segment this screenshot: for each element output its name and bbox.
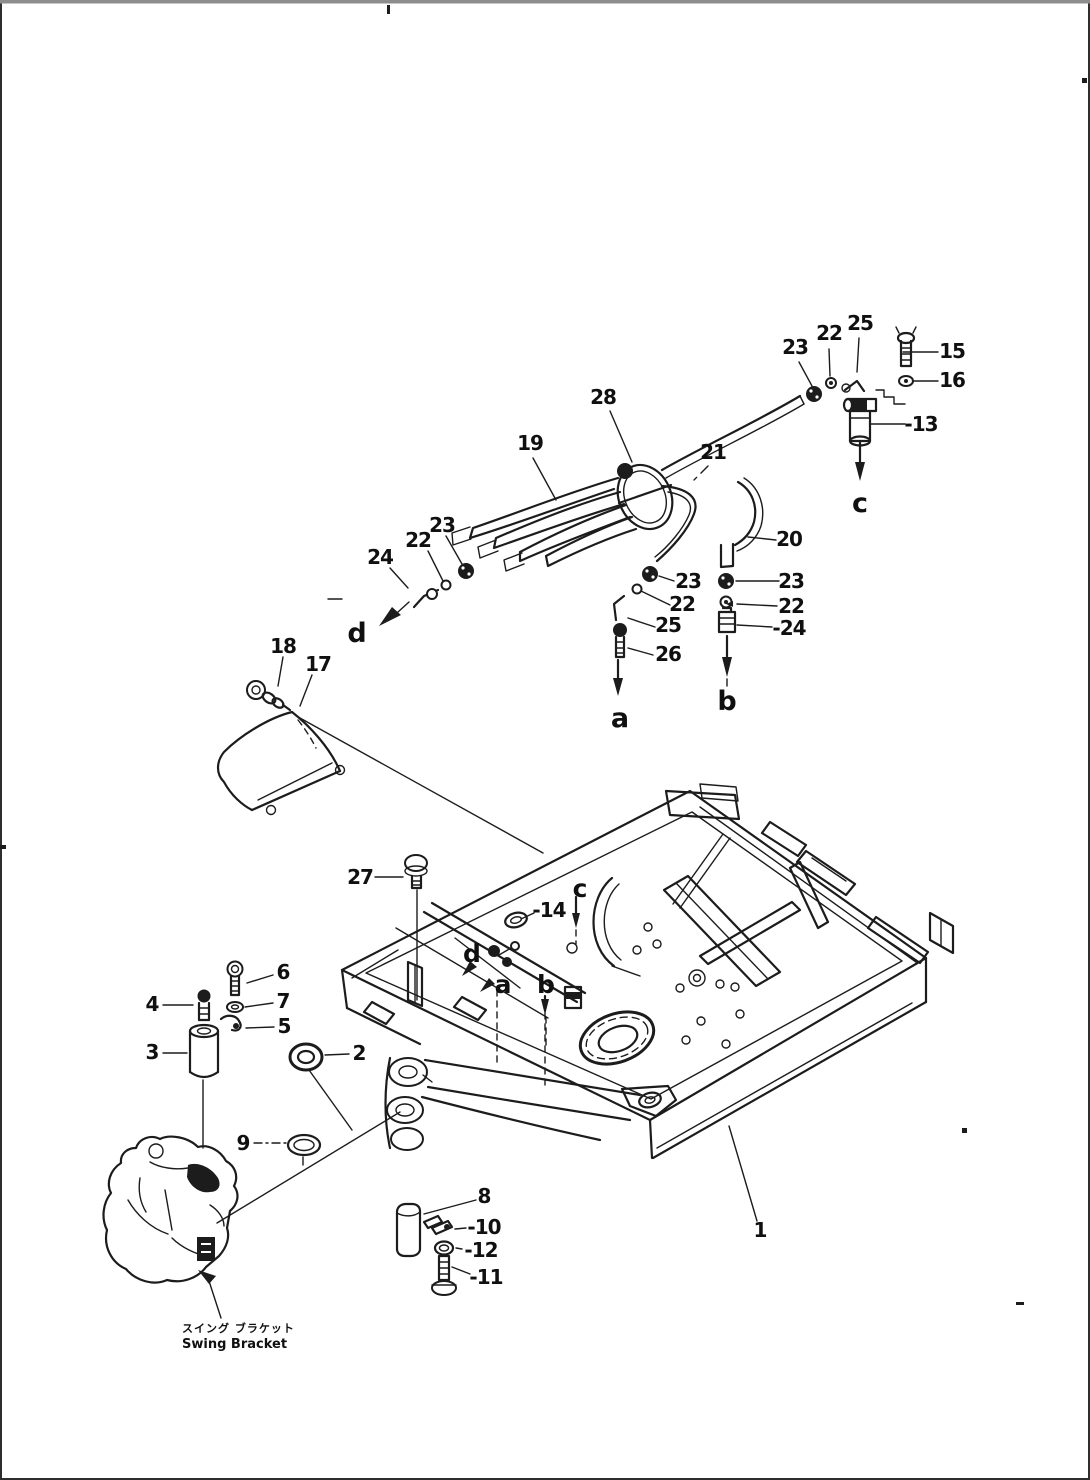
bolt-27 xyxy=(405,855,427,1000)
tick-marks xyxy=(0,5,1087,1305)
elbow-13 xyxy=(844,399,876,446)
inside-fittings xyxy=(462,897,581,1046)
hose-clamp-28 xyxy=(608,463,682,537)
leader-lines xyxy=(163,338,938,1274)
boom-mount-arm xyxy=(386,1058,641,1150)
fitting-cluster-c xyxy=(806,327,916,481)
hose-20 xyxy=(721,478,763,567)
revolving-frame xyxy=(342,784,953,1158)
bolt-15 xyxy=(896,327,916,366)
left-parts xyxy=(190,962,352,1166)
fitting-chain-b xyxy=(718,573,735,686)
swing-bracket xyxy=(104,1112,400,1318)
hose-bundle-19 xyxy=(452,478,636,571)
fitting-chain-d xyxy=(379,563,474,626)
bottom-parts xyxy=(397,1204,456,1295)
hose-21 xyxy=(655,486,696,561)
bolt-18 xyxy=(247,681,290,710)
nut-16 xyxy=(899,376,913,386)
hose-to-c xyxy=(662,396,804,478)
swing-circle xyxy=(573,1002,661,1073)
fitting-chain-a xyxy=(613,566,658,696)
cover-plate-17 xyxy=(218,712,543,853)
frame-holes xyxy=(633,923,744,1048)
